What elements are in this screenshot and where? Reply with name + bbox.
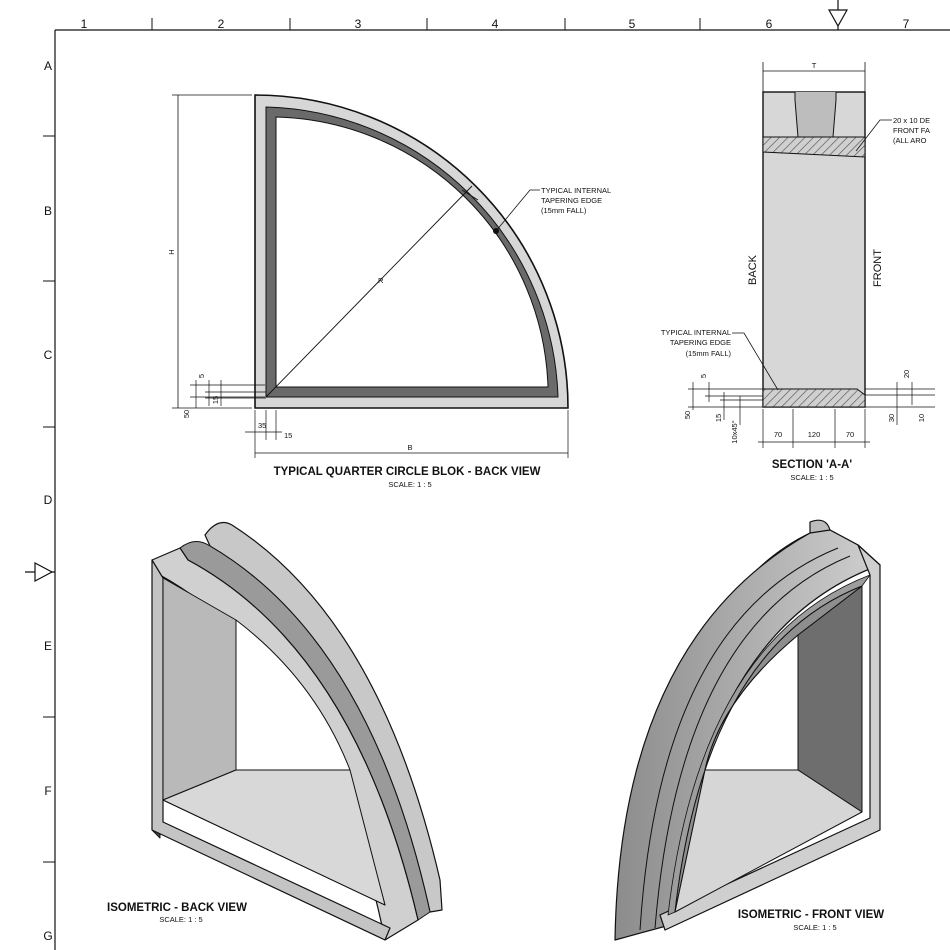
column-ticks [151, 18, 839, 30]
section-dim-30: 30 [887, 414, 896, 422]
column-label: 6 [766, 17, 773, 31]
row-label: C [44, 348, 53, 362]
taper-note-line-1: TYPICAL INTERNAL [541, 186, 611, 195]
row-ticks [43, 135, 55, 863]
chamfer-note-line-2: FRONT FA [893, 126, 930, 135]
section-dim-50: 50 [683, 411, 692, 419]
section-dim-70-left: 70 [774, 430, 782, 439]
column-label: 2 [218, 17, 225, 31]
centering-marker-top-icon [827, 0, 849, 30]
chamfer-note-line-1: 20 x 10 DE [893, 116, 930, 125]
section-taper-note-line-1: TYPICAL INTERNAL [661, 328, 731, 337]
back-view-title: TYPICAL QUARTER CIRCLE BLOK - BACK VIEW [274, 466, 541, 478]
isometric-front-view: ISOMETRIC - FRONT VIEW SCALE: 1 : 5 [614, 519, 884, 941]
thickness-label: T [812, 61, 817, 70]
column-label: 1 [81, 17, 88, 31]
sheet-border [54, 29, 950, 950]
section-taper-note-line-2: TAPERING EDGE [670, 338, 731, 347]
dim-35: 35 [258, 421, 266, 430]
iso-back-title: ISOMETRIC - BACK VIEW [107, 902, 247, 914]
dim-15: 15 [211, 396, 220, 404]
column-label: 7 [903, 17, 910, 31]
iso-back-scale: SCALE: 1 : 5 [159, 915, 202, 924]
back-view-drawing: R TYPICAL INTERNAL TAPERING EDGE (15mm F… [167, 94, 611, 489]
section-dim-120: 120 [808, 430, 821, 439]
section-dim-15: 15 [714, 414, 723, 422]
row-label: F [44, 784, 51, 798]
section-title: SECTION 'A-A' [772, 459, 852, 471]
row-label: D [44, 493, 53, 507]
dim-50: 50 [182, 410, 191, 418]
row-label: E [44, 639, 52, 653]
taper-note-line-2: TAPERING EDGE [541, 196, 602, 205]
back-face-label: BACK [747, 254, 759, 285]
section-dim-10-right: 10 [917, 414, 926, 422]
column-label: 4 [492, 17, 499, 31]
height-label: H [167, 249, 176, 254]
section-taper-note-line-3: (15mm FALL) [686, 349, 732, 358]
dim-15-bottom: 15 [284, 431, 292, 440]
column-label: 5 [629, 17, 636, 31]
row-labels: A B C D E F G [43, 59, 52, 943]
back-view-scale: SCALE: 1 : 5 [388, 480, 431, 489]
row-label: A [44, 59, 52, 73]
section-dim-5: 5 [699, 374, 708, 378]
radius-label: R [378, 276, 384, 285]
back-view-opening [275, 116, 549, 388]
front-face-label: FRONT [872, 249, 884, 287]
column-labels: 1 2 3 4 5 6 7 [81, 17, 910, 31]
row-label: B [44, 204, 52, 218]
section-aa-drawing: T BACK FRONT 20 x 10 DE FRONT FA (ALL AR… [661, 61, 935, 482]
chamfer-note-line-3: (ALL ARO [893, 136, 927, 145]
centering-marker-left-icon [25, 562, 55, 582]
column-label: 3 [355, 17, 362, 31]
row-label: G [43, 929, 52, 943]
isometric-back-view: ISOMETRIC - BACK VIEW SCALE: 1 : 5 [107, 522, 443, 941]
section-scale: SCALE: 1 : 5 [790, 473, 833, 482]
section-dim-10x45: 10x45° [730, 420, 739, 443]
iso-front-scale: SCALE: 1 : 5 [793, 923, 836, 932]
dim-5: 5 [197, 374, 206, 378]
section-dim-20: 20 [902, 370, 911, 378]
width-label: B [407, 443, 412, 452]
section-dim-70-right: 70 [846, 430, 854, 439]
iso-front-title: ISOMETRIC - FRONT VIEW [738, 909, 884, 921]
taper-note-line-3: (15mm FALL) [541, 206, 587, 215]
